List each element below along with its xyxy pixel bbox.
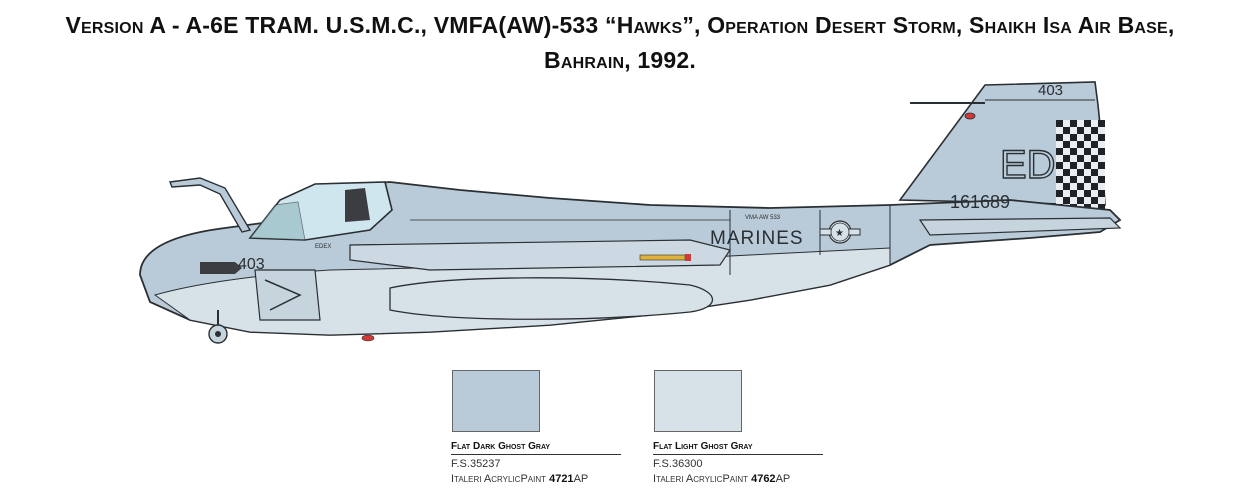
- paint-brand: Italeri AcrylicPaint: [653, 473, 749, 485]
- drop-tank: [389, 277, 713, 320]
- aircraft-profile: EDEX ★ MARINES VMA AW 533 403 403 161689…: [139, 81, 1122, 344]
- tail-code: ED: [1000, 143, 1056, 187]
- service-marking: MARINES: [710, 228, 804, 249]
- swatch-color-box: [452, 370, 540, 432]
- refuel-probe: [169, 177, 252, 233]
- swatch-fs-code: F.S.35237: [451, 458, 501, 470]
- paint-brand: Italeri AcrylicPaint: [451, 473, 547, 485]
- canopy-text: EDEX: [315, 244, 331, 250]
- svg-text:★: ★: [835, 228, 844, 239]
- swatch-color-box: [654, 370, 742, 432]
- intake: [254, 269, 321, 321]
- wing-pylon: [349, 239, 731, 271]
- title-line-2: Bahrain, 1992.: [544, 47, 696, 73]
- paint-number: 4721: [549, 473, 574, 485]
- page-title: Version A - A-6E TRAM. U.S.M.C., VMFA(AW…: [0, 8, 1240, 78]
- swatch-name: Flat Dark Ghost Gray: [451, 441, 621, 455]
- paint-suffix: AP: [573, 473, 589, 485]
- national-insignia: ★: [819, 220, 861, 244]
- nose-number: 403: [238, 256, 265, 273]
- paint-number: 4762: [751, 473, 776, 485]
- mission-marking: [200, 262, 242, 274]
- paint-suffix: AP: [775, 473, 791, 485]
- checkerboard-rudder: [1056, 120, 1105, 211]
- color-swatch-dark-ghost-gray: Flat Dark Ghost Gray F.S.35237 Italeri A…: [451, 370, 626, 485]
- horizontal-stabilizer: [918, 217, 1122, 236]
- squadron-marking: VMA AW 533: [745, 215, 781, 221]
- swatch-paint-code: Italeri AcrylicPaint 4762AP: [653, 473, 828, 485]
- color-swatch-light-ghost-gray: Flat Light Ghost Gray F.S.36300 Italeri …: [653, 370, 828, 485]
- swatch-name: Flat Light Ghost Gray: [653, 441, 823, 455]
- swatch-paint-code: Italeri AcrylicPaint 4721AP: [451, 473, 626, 485]
- swatch-fs-code: F.S.36300: [653, 458, 703, 470]
- title-line-1: Version A - A-6E TRAM. U.S.M.C., VMFA(AW…: [65, 12, 1175, 38]
- tail-number: 403: [1038, 82, 1063, 99]
- serial-number: 161689: [950, 192, 1010, 212]
- nose-gear: [208, 310, 228, 344]
